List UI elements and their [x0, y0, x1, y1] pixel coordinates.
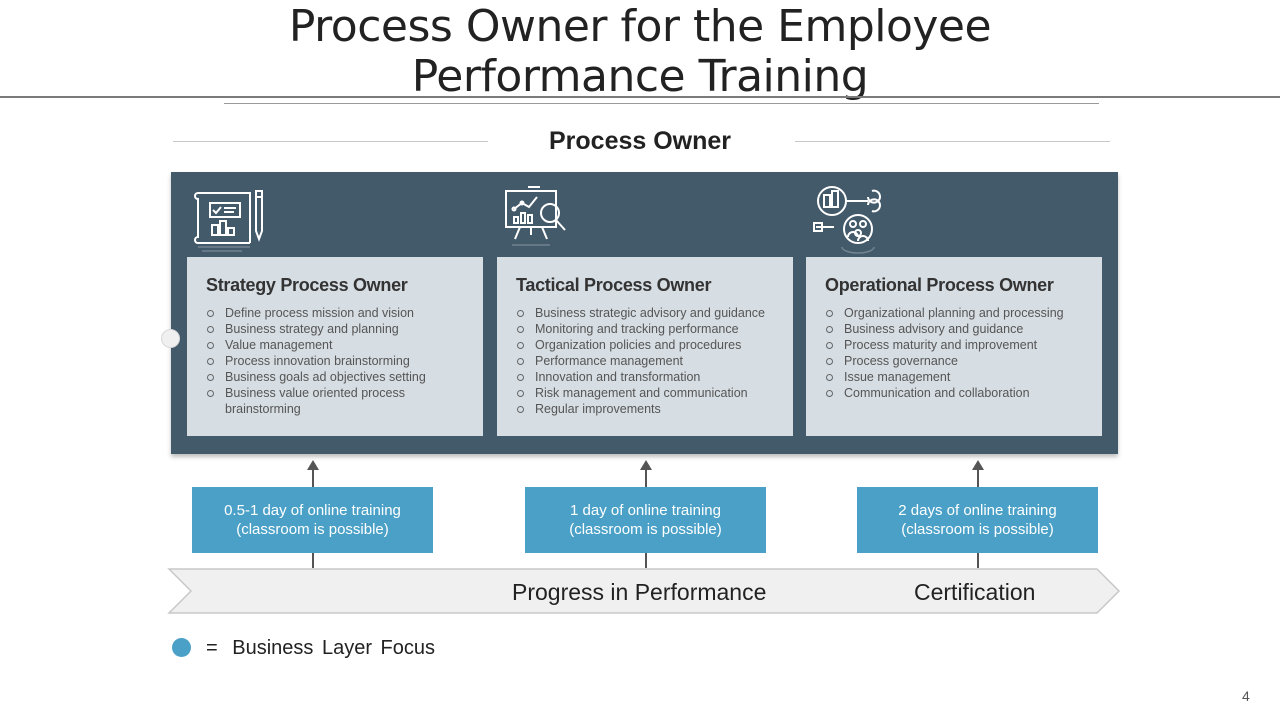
- card-title: Tactical Process Owner: [516, 275, 712, 295]
- training-box-tactical: 1 day of online training (classroom is p…: [525, 487, 766, 553]
- slide-side-marker: [161, 329, 180, 348]
- slide-title-line-1: Process Owner for the Employee: [288, 1, 992, 52]
- certification-label: Certification: [914, 579, 1036, 605]
- tactical-owner-card: Tactical Process Owner Business strategi…: [497, 257, 793, 436]
- strategy-owner-card: Strategy Process Owner Define process mi…: [187, 257, 483, 436]
- presentation-analysis-icon: [505, 186, 566, 246]
- operations-team-tools-icon: [813, 186, 881, 254]
- connector-line: [645, 553, 647, 568]
- page-number: 4: [1242, 688, 1250, 704]
- progress-chevron: [167, 568, 1121, 614]
- list-item: Process maturity and improvement: [825, 337, 1094, 353]
- card-title: Strategy Process Owner: [206, 275, 408, 295]
- list-item: Organizational planning and processing: [825, 305, 1094, 321]
- training-note: (classroom is possible): [569, 521, 722, 538]
- list-item: Process governance: [825, 353, 1094, 369]
- blueprint-icon: [194, 190, 263, 252]
- training-note: (classroom is possible): [236, 521, 389, 538]
- card-list: Business strategic advisory and guidance…: [516, 305, 785, 417]
- training-note: (classroom is possible): [901, 521, 1054, 538]
- list-item: Risk management and communication: [516, 385, 785, 401]
- list-item: Issue management: [825, 369, 1094, 385]
- process-owner-heading: Process Owner: [548, 127, 732, 155]
- list-item: Business advisory and guidance: [825, 321, 1094, 337]
- training-box-operational: 2 days of online training (classroom is …: [857, 487, 1098, 553]
- operational-owner-card: Operational Process Owner Organizational…: [806, 257, 1102, 436]
- card-list: Define process mission and vision Busine…: [206, 305, 475, 417]
- list-item: Business strategic advisory and guidance: [516, 305, 785, 321]
- connector-line: [977, 553, 979, 568]
- progress-label: Progress in Performance: [512, 579, 767, 605]
- arrow-up-icon: [307, 460, 319, 487]
- slide-title-line-2: Performance Training: [411, 51, 869, 102]
- arrow-up-icon: [972, 460, 984, 487]
- list-item: Regular improvements: [516, 401, 785, 417]
- subtitle-divider: [224, 103, 1099, 104]
- heading-rule-right: [795, 141, 1110, 142]
- heading-rule-left: [173, 141, 488, 142]
- arrow-up-icon: [640, 460, 652, 487]
- list-item: Performance management: [516, 353, 785, 369]
- list-item: Value management: [206, 337, 475, 353]
- list-item: Organization policies and procedures: [516, 337, 785, 353]
- list-item: Innovation and transformation: [516, 369, 785, 385]
- card-list: Organizational planning and processing B…: [825, 305, 1094, 401]
- legend-equals: =: [206, 637, 218, 659]
- list-item: Business value oriented process brainsto…: [206, 385, 430, 417]
- list-item: Communication and collaboration: [825, 385, 1094, 401]
- list-item: Monitoring and tracking performance: [516, 321, 785, 337]
- slide-title: Process Owner for the Employee Performan…: [0, 2, 1280, 102]
- training-box-strategy: 0.5-1 day of online training (classroom …: [192, 487, 433, 553]
- legend-text: Business Layer Focus: [232, 637, 436, 659]
- card-title: Operational Process Owner: [825, 275, 1054, 295]
- list-item: Define process mission and vision: [206, 305, 475, 321]
- list-item: Business strategy and planning: [206, 321, 475, 337]
- training-duration: 0.5-1 day of online training: [224, 502, 401, 519]
- list-item: Process innovation brainstorming: [206, 353, 475, 369]
- connector-line: [312, 553, 314, 568]
- training-duration: 2 days of online training: [898, 502, 1057, 519]
- list-item: Business goals ad objectives setting: [206, 369, 475, 385]
- legend-dot-icon: [172, 638, 191, 657]
- legend: = Business Layer Focus: [206, 636, 435, 660]
- title-divider: [0, 96, 1280, 98]
- training-duration: 1 day of online training: [570, 502, 721, 519]
